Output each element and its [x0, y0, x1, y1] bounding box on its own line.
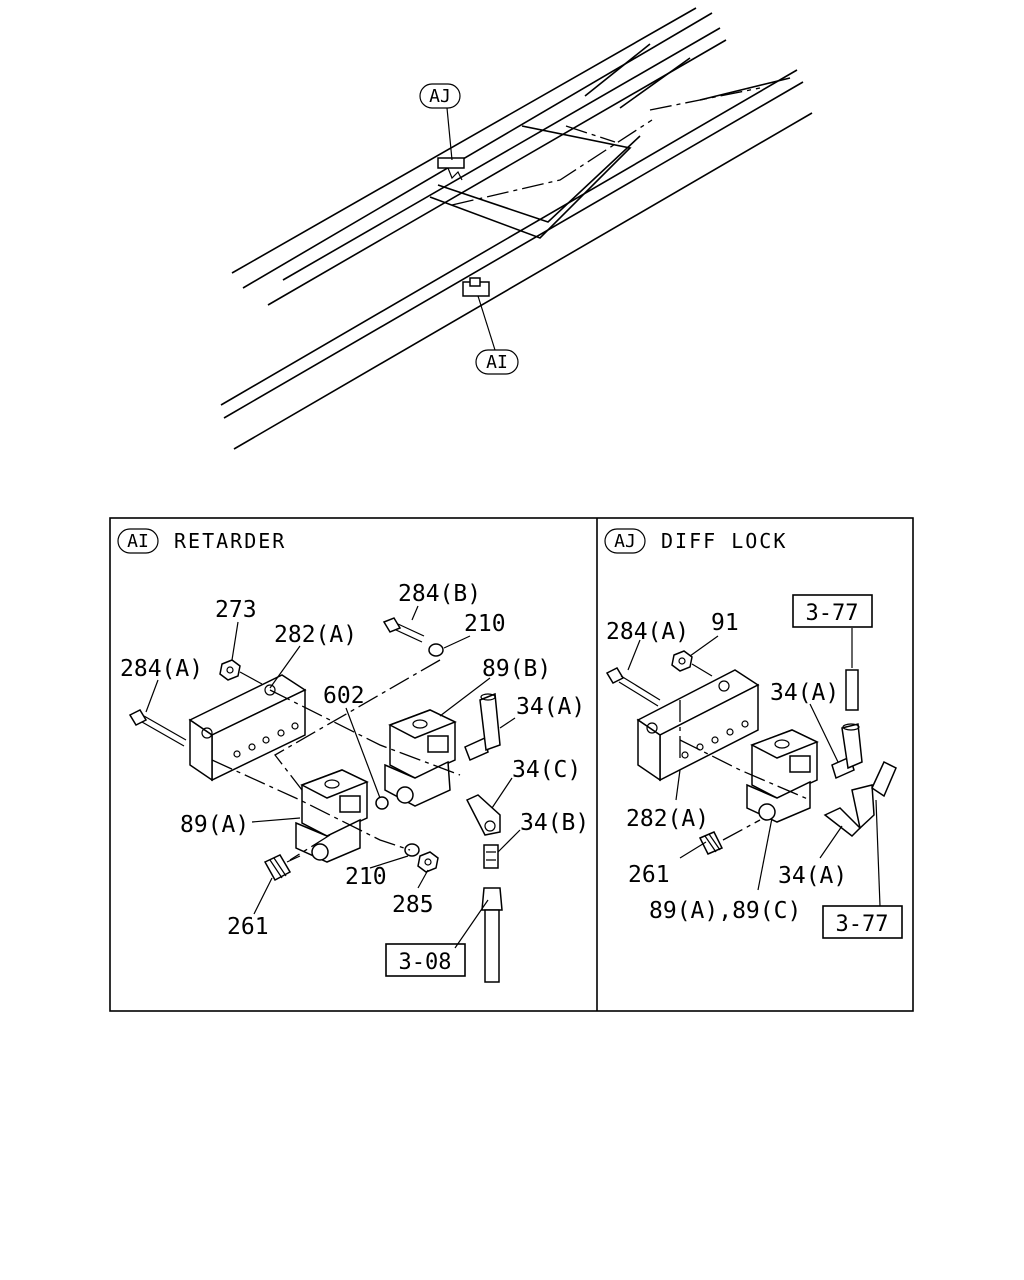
panel-aj-tag-bubble	[604, 528, 646, 554]
label-34b: 34(B)	[520, 810, 589, 836]
nut-273	[219, 659, 263, 685]
chassis-frame-view: AJ AI	[220, 7, 813, 450]
ref-box-3-77-bottom	[822, 905, 903, 939]
label-34a-diff-lower: 34(A)	[778, 863, 847, 889]
label-284a-diff: 284(A)	[606, 619, 689, 645]
valve-89b	[384, 709, 457, 807]
bracket-282a-diff	[636, 669, 760, 782]
washer-210-bottom	[404, 843, 420, 857]
ref-3-77-top: 3-77	[806, 601, 859, 626]
ref-box-3-77-top	[792, 594, 873, 628]
callout-ai-bubble	[475, 349, 519, 375]
label-285: 285	[392, 892, 434, 918]
detail-panels	[109, 517, 914, 1012]
tube-lower	[871, 760, 897, 798]
label-210-top: 210	[464, 611, 506, 637]
nut-285	[417, 851, 439, 873]
ref-3-77-bottom: 3-77	[836, 912, 889, 937]
panel-ai-tag: AI	[127, 531, 149, 552]
fitting-34c	[465, 794, 501, 836]
callout-ai-label: AI	[486, 352, 508, 373]
label-282a-diff: 282(A)	[626, 806, 709, 832]
panel-retarder: AI RETARDER	[117, 528, 589, 983]
label-89b: 89(B)	[482, 656, 551, 682]
plug-261-diff	[698, 831, 724, 855]
label-284b: 284(B)	[398, 581, 481, 607]
label-89a-89c: 89(A),89(C)	[649, 898, 801, 924]
fitting-34b	[483, 844, 499, 869]
fitting-34a	[464, 692, 501, 762]
label-284a: 284(A)	[120, 656, 203, 682]
panel-ai-tag-bubble	[117, 528, 159, 554]
plug-261	[263, 854, 301, 882]
bracket-282a	[188, 674, 307, 782]
bolt-284b	[382, 617, 425, 643]
panel-ai-title: RETARDER	[174, 529, 286, 553]
fitting-34a-diff-lower	[823, 784, 875, 837]
label-261-diff: 261	[628, 862, 670, 888]
nut-91	[671, 650, 713, 677]
panel-diff-lock: AJ DIFF LOCK	[604, 528, 903, 939]
label-602: 602	[323, 683, 365, 709]
washer-210-top	[428, 643, 444, 657]
panel-aj-title: DIFF LOCK	[661, 529, 787, 553]
label-34a-diff-upper: 34(A)	[770, 680, 839, 706]
bolt-284a-diff	[605, 667, 661, 707]
label-261: 261	[227, 914, 269, 940]
panel-frame	[109, 517, 914, 1012]
ai-bracket-mark	[462, 277, 490, 297]
valve-89a	[295, 769, 369, 863]
ref-3-08: 3-08	[399, 950, 452, 975]
label-210-bottom: 210	[345, 864, 387, 890]
pipe-to-3-08	[481, 887, 503, 983]
ref-box-3-08	[385, 943, 466, 977]
label-34c: 34(C)	[512, 757, 581, 783]
label-282a: 282(A)	[274, 622, 357, 648]
label-91: 91	[711, 610, 739, 636]
label-273: 273	[215, 597, 257, 623]
callout-aj-bubble	[419, 83, 461, 109]
label-89a: 89(A)	[180, 812, 249, 838]
callout-aj-label: AJ	[429, 86, 451, 107]
fitting-34a-diff-upper	[831, 723, 863, 780]
oring-602	[375, 796, 389, 810]
label-34a: 34(A)	[516, 694, 585, 720]
tube-upper	[845, 669, 859, 711]
panel-aj-tag: AJ	[614, 531, 636, 552]
valve-89a-89c	[746, 729, 819, 823]
bolt-284a	[128, 709, 187, 747]
aj-bracket-mark	[437, 157, 465, 181]
